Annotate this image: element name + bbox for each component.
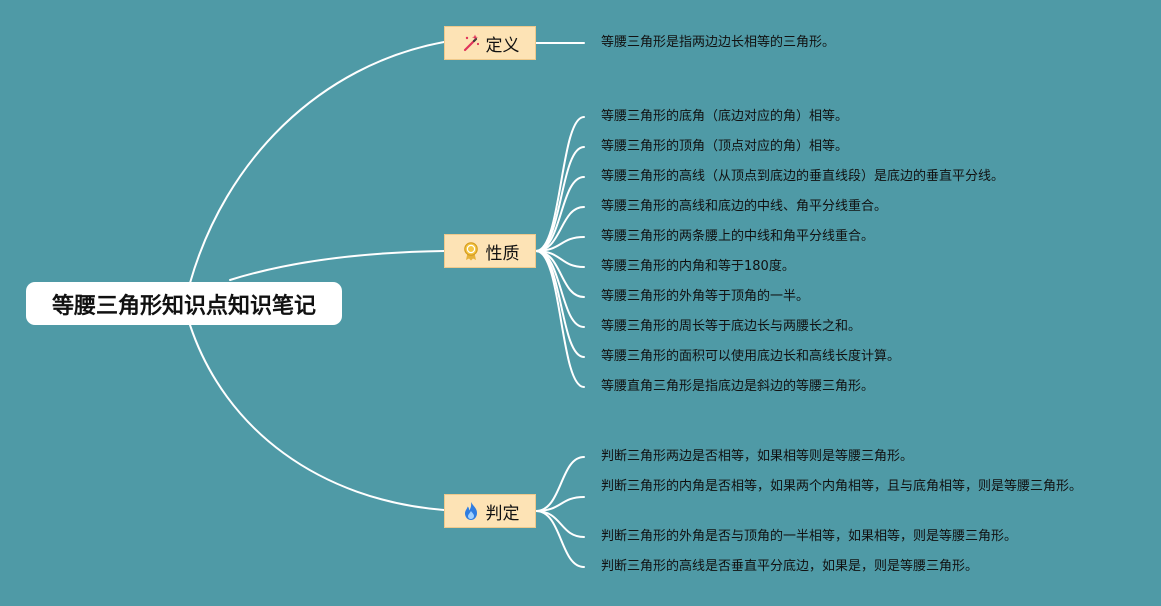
leaf-properties-7[interactable]: 等腰三角形的周长等于底边长与两腰长之和。 bbox=[601, 319, 862, 334]
connector-properties-leaf-9 bbox=[535, 250, 585, 388]
award-medal-icon bbox=[461, 241, 481, 261]
connector-root-judgement bbox=[189, 324, 445, 511]
leaf-judgement-1[interactable]: 判断三角形的内角是否相等，如果两个内角相等，且与底角相等，则是等腰三角形。 bbox=[601, 479, 1083, 494]
branch-judgement-label: 判定 bbox=[485, 503, 520, 524]
leaf-properties-6[interactable]: 等腰三角形的外角等于顶角的一半。 bbox=[601, 289, 810, 304]
root-topic[interactable]: 等腰三角形知识点知识笔记 bbox=[26, 282, 342, 325]
leaf-properties-9[interactable]: 等腰直角三角形是指底边是斜边的等腰三角形。 bbox=[601, 379, 875, 394]
root-topic-label: 等腰三角形知识点知识笔记 bbox=[51, 293, 316, 319]
leaf-properties-8[interactable]: 等腰三角形的面积可以使用底边长和高线长度计算。 bbox=[601, 349, 901, 364]
connector-judgement-leaf-0 bbox=[535, 456, 585, 512]
leaf-judgement-2[interactable]: 判断三角形的外角是否与顶角的一半相等，如果相等，则是等腰三角形。 bbox=[601, 529, 1018, 544]
leaf-properties-3[interactable]: 等腰三角形的高线和底边的中线、角平分线重合。 bbox=[601, 199, 888, 214]
connector-properties-leaf-1 bbox=[535, 146, 585, 252]
leaf-properties-4[interactable]: 等腰三角形的两条腰上的中线和角平分线重合。 bbox=[601, 229, 875, 244]
leaf-properties-0[interactable]: 等腰三角形的底角（底边对应的角）相等。 bbox=[601, 109, 849, 124]
connector-properties-leaf-0 bbox=[535, 116, 585, 252]
leaf-properties-5[interactable]: 等腰三角形的内角和等于180度。 bbox=[601, 259, 795, 274]
magic-wand-icon bbox=[461, 33, 481, 53]
leaf-judgement-0[interactable]: 判断三角形两边是否相等，如果相等则是等腰三角形。 bbox=[601, 449, 914, 464]
connector-root-definition bbox=[189, 41, 445, 284]
leaf-properties-2[interactable]: 等腰三角形的高线（从顶点到底边的垂直线段）是底边的垂直平分线。 bbox=[601, 169, 1005, 184]
branch-properties[interactable]: 性质 bbox=[444, 234, 536, 268]
connector-judgement-leaf-2 bbox=[535, 510, 585, 538]
fire-icon bbox=[461, 501, 481, 521]
leaf-definition-0[interactable]: 等腰三角形是指两边边长相等的三角形。 bbox=[601, 35, 836, 50]
leaf-properties-1[interactable]: 等腰三角形的顶角（顶点对应的角）相等。 bbox=[601, 139, 849, 154]
connector-root-properties bbox=[229, 250, 445, 281]
branch-properties-label: 性质 bbox=[485, 243, 520, 264]
branch-definition-label: 定义 bbox=[485, 35, 520, 56]
branch-judgement[interactable]: 判定 bbox=[444, 494, 536, 528]
leaf-judgement-3[interactable]: 判断三角形的高线是否垂直平分底边，如果是，则是等腰三角形。 bbox=[601, 559, 979, 574]
connector-judgement-leaf-3 bbox=[535, 510, 585, 568]
connector-properties-leaf-2 bbox=[535, 176, 585, 252]
branch-definition[interactable]: 定义 bbox=[444, 26, 536, 60]
